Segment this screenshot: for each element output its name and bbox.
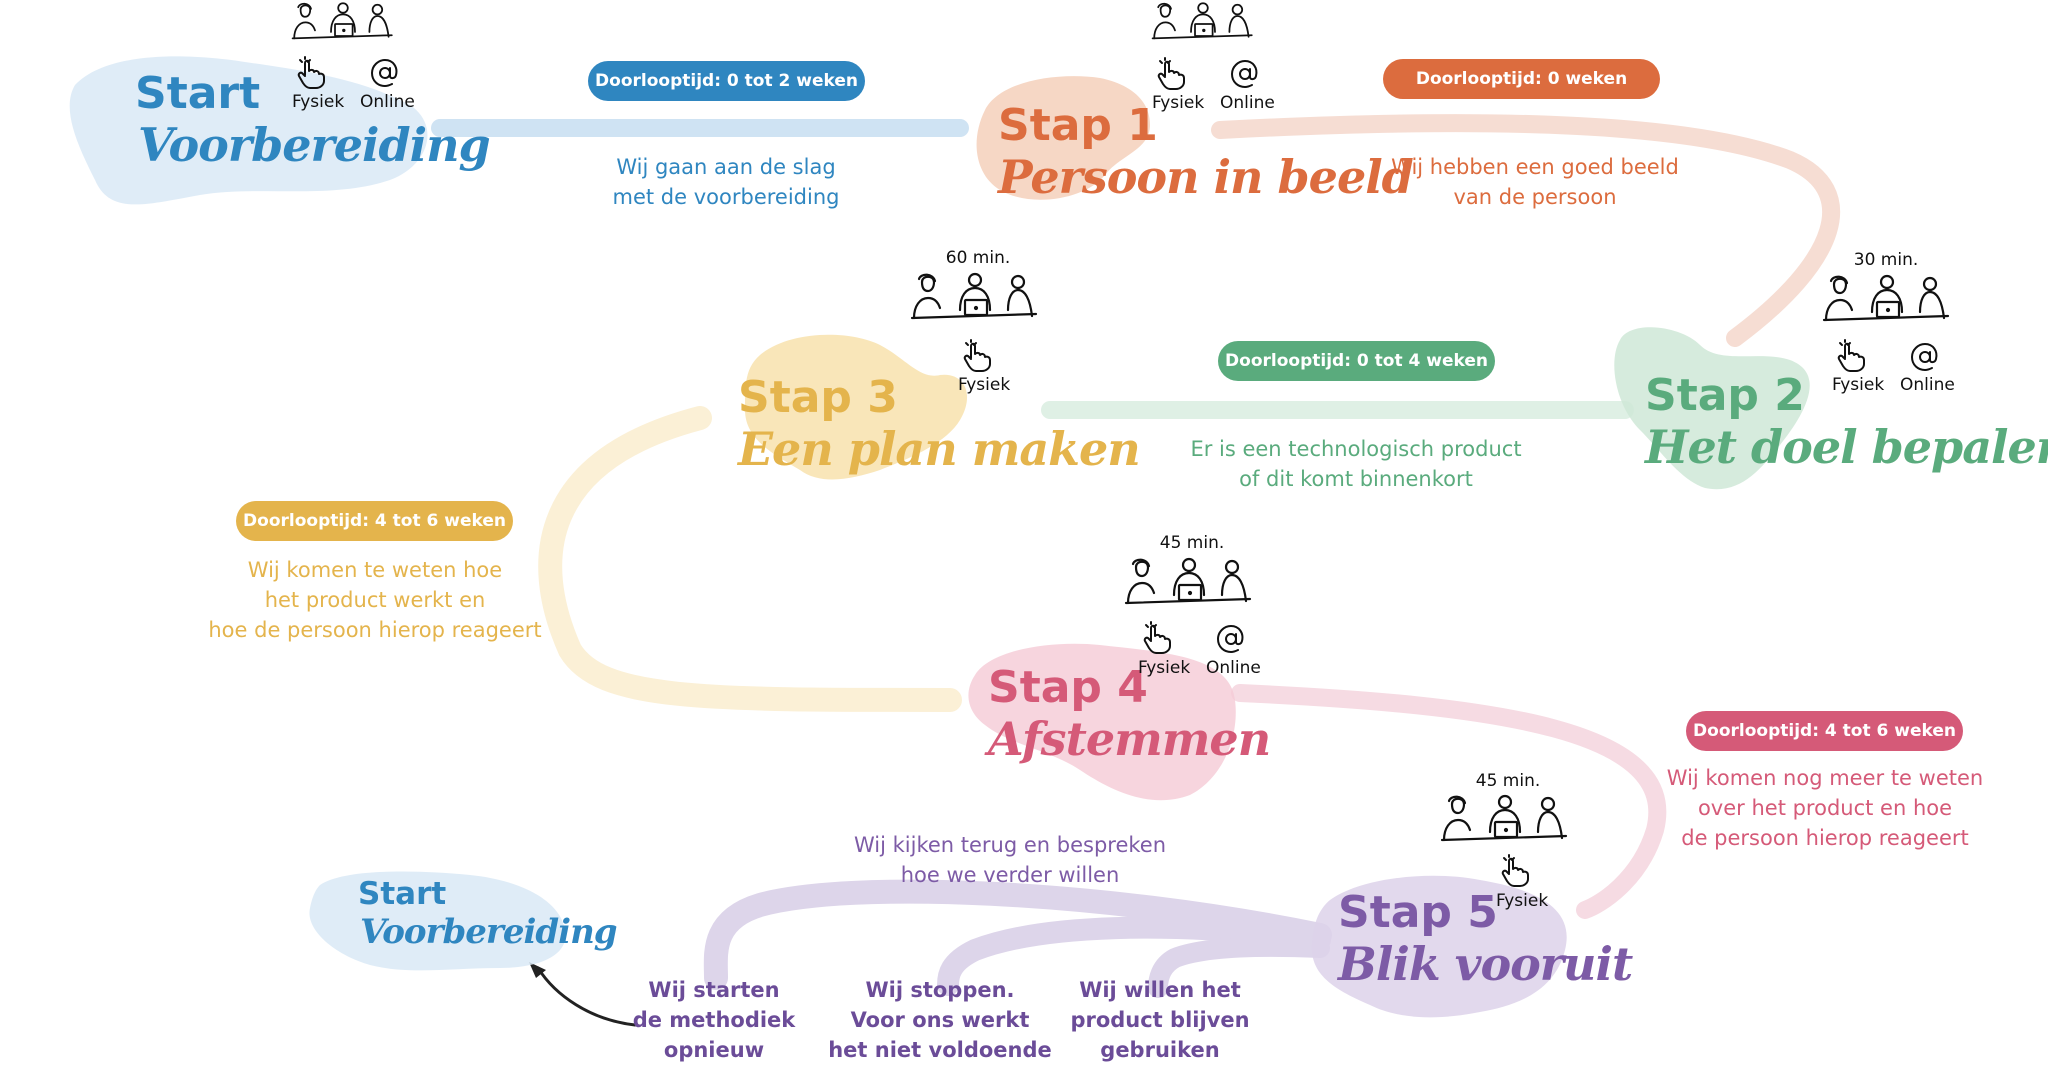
- hand-touch-icon: [1143, 621, 1171, 654]
- start-title: Voorbereiding: [138, 118, 491, 172]
- stap2-duration: 30 min.: [1853, 250, 1919, 270]
- connector-stap3-stap4: [538, 406, 962, 712]
- start-fysiek-label: Fysiek: [292, 92, 345, 112]
- start-label: Start: [135, 68, 261, 119]
- at-sign-icon: [1231, 60, 1258, 88]
- duration-pill-stap1-stap2: Doorlooptijd: 0 weken: [1383, 59, 1660, 99]
- stap2-label: Stap 2: [1645, 370, 1805, 421]
- stap1-label: Stap 1: [998, 100, 1158, 151]
- stap5-mode-icons: [1440, 794, 1568, 887]
- people-at-table-icon: [1151, 2, 1253, 40]
- stap1-title: Persoon in beeld: [998, 150, 1414, 204]
- transition-text-line: over het product en hoe: [1697, 796, 1953, 820]
- stap2-online-label: Online: [1900, 375, 1955, 395]
- outcome-line: Wij willen het: [1079, 978, 1241, 1002]
- outcome-line: Wij stoppen.: [865, 978, 1015, 1002]
- outcome-line: Wij starten: [648, 978, 780, 1002]
- stap4-title: Afstemmen: [988, 712, 1271, 766]
- stap4-label: Stap 4: [988, 662, 1148, 713]
- stap3-title: Een plan maken: [738, 422, 1141, 476]
- transition-text-stap2-stap3: Er is een technologisch product of dit k…: [1176, 434, 1536, 494]
- hand-touch-icon: [1157, 57, 1185, 90]
- people-at-table-icon: [910, 272, 1038, 320]
- hand-touch-icon: [963, 339, 991, 372]
- transition-text-line: Wij komen te weten hoe: [247, 558, 503, 582]
- stap2-fysiek-label: Fysiek: [1832, 375, 1885, 395]
- at-sign-icon: [1217, 625, 1244, 653]
- people-at-table-icon: [1822, 274, 1950, 322]
- outcome-line: het niet voldoende: [828, 1038, 1052, 1062]
- duration-pill-stap4-stap5: Doorlooptijd: 4 tot 6 weken: [1686, 711, 1963, 751]
- blob-stap5: [1311, 875, 1567, 1018]
- stap3-fysiek-label: Fysiek: [958, 375, 1011, 395]
- transition-text-line: met de voorbereiding: [612, 185, 840, 209]
- transition-text-stap1-stap2: Wij hebben een goed beeld van de persoon: [1370, 152, 1700, 212]
- transition-text-start-stap1: Wij gaan aan de slag met de voorbereidin…: [576, 152, 876, 212]
- outcome-line: de methodiek: [632, 1008, 796, 1032]
- stap4-online-label: Online: [1206, 658, 1261, 678]
- stap2-mode-icons: [1822, 274, 1950, 372]
- transition-text-line: Wij komen nog meer te weten: [1666, 766, 1984, 790]
- hand-touch-icon: [1501, 854, 1529, 887]
- transition-text-line: Er is een technologisch product: [1190, 437, 1522, 461]
- transition-text-line: of dit komt binnenkort: [1239, 467, 1473, 491]
- people-at-table-icon: [291, 2, 393, 40]
- restart-label: Start: [358, 876, 447, 912]
- start-online-label: Online: [360, 92, 415, 112]
- blob-stap2: [1614, 327, 1810, 490]
- connector-stap1-stap2: [1211, 114, 1841, 347]
- blob-stap1: [976, 76, 1150, 200]
- stap5-label: Stap 5: [1338, 887, 1498, 938]
- hand-touch-icon: [1837, 339, 1865, 372]
- stap4-duration: 45 min.: [1159, 533, 1225, 553]
- arrow-icon: [529, 962, 637, 1027]
- people-at-table-icon: [1440, 794, 1568, 842]
- stap2-title: Het doel bepalen: [1645, 420, 2048, 474]
- stap4-mode-icons: [1124, 557, 1252, 654]
- transition-text-line: Wij kijken terug en bespreken: [853, 833, 1167, 857]
- restart-title: Voorbereiding: [360, 912, 618, 952]
- stap1-mode-icons: [1151, 2, 1258, 90]
- transition-text-line: de persoon hierop reageert: [1681, 826, 1969, 850]
- duration-pill-stap2-stap3: Doorlooptijd: 0 tot 4 weken: [1218, 341, 1495, 381]
- stap3-label: Stap 3: [738, 372, 898, 423]
- transition-text-line: Wij hebben een goed beeld: [1391, 155, 1679, 179]
- people-at-table-icon: [1124, 557, 1252, 605]
- outcome-line: gebruiken: [1100, 1038, 1220, 1062]
- blob-start: [69, 56, 428, 205]
- blob-restart: [309, 871, 566, 971]
- blob-stap3: [745, 334, 968, 480]
- stap5-title: Blik vooruit: [1338, 937, 1633, 991]
- connector-stap4-stap5: [1231, 684, 1667, 919]
- blob-stap4: [968, 643, 1236, 801]
- outcome-line: Voor ons werkt: [850, 1008, 1030, 1032]
- at-sign-icon: [1911, 343, 1938, 371]
- stap4-fysiek-label: Fysiek: [1138, 658, 1191, 678]
- outcome-line: product blijven: [1070, 1008, 1250, 1032]
- stap3-duration: 60 min.: [945, 248, 1011, 268]
- duration-pill-stap3-stap4: Doorlooptijd: 4 tot 6 weken: [236, 501, 513, 541]
- connector-stap5-outcomes: [703, 879, 1332, 998]
- transition-text-line: van de persoon: [1453, 185, 1617, 209]
- stap3-mode-icons: [910, 272, 1038, 372]
- at-sign-icon: [371, 59, 398, 87]
- duration-pill-start-stap1: Doorlooptijd: 0 tot 2 weken: [588, 61, 865, 101]
- transition-text-line: hoe de persoon hierop reageert: [208, 618, 542, 642]
- transition-text-stap3-stap4: Wij komen te weten hoe het product werkt…: [200, 555, 550, 645]
- transition-text-stap4-stap5: Wij komen nog meer te weten over het pro…: [1650, 763, 2000, 853]
- transition-text-line: hoe we verder willen: [900, 863, 1120, 887]
- stap1-fysiek-label: Fysiek: [1152, 93, 1205, 113]
- outcome-line: opnieuw: [663, 1038, 765, 1062]
- transition-text-stap5-outcomes: Wij kijken terug en bespreken hoe we ver…: [830, 830, 1190, 890]
- stap5-fysiek-label: Fysiek: [1496, 891, 1549, 911]
- stap1-online-label: Online: [1220, 93, 1275, 113]
- transition-text-line: het product werkt en: [264, 588, 486, 612]
- stap5-duration: 45 min.: [1475, 771, 1541, 791]
- transition-text-line: Wij gaan aan de slag: [616, 155, 836, 179]
